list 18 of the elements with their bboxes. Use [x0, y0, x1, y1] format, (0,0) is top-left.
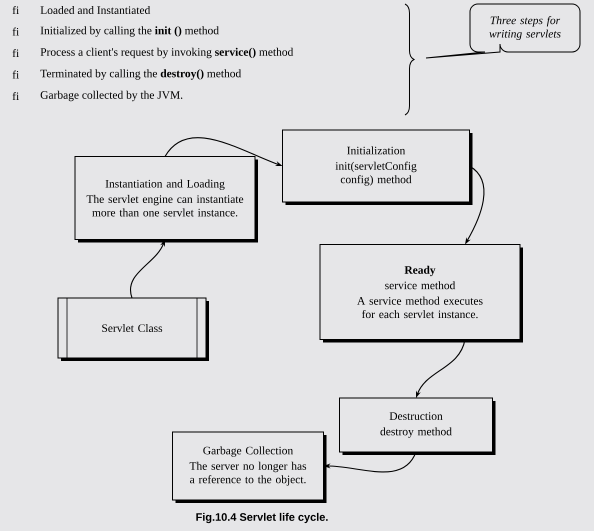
- bullet-mark: fi: [12, 6, 19, 14]
- process-box: Ready service method A service method executes for each servlet instance.: [320, 244, 523, 342]
- list-item: Terminated by calling the destroy() method: [40, 69, 242, 80]
- list-item: Process a client's request by invoking service() method: [40, 48, 294, 58]
- process-box: Destruction destroy method: [339, 398, 496, 455]
- list-item: Initialized by calling the init () method: [40, 26, 219, 37]
- bullet-mark: fi: [12, 27, 19, 36]
- list-item: Garbage collected by the JVM.: [40, 90, 182, 102]
- caption: Fig.10.4 Servlet life cycle.: [196, 512, 328, 524]
- bullet-mark: fi: [12, 70, 19, 79]
- list-item: Loaded and Instantiated: [40, 6, 150, 14]
- bullet-mark: fi: [12, 92, 19, 100]
- bullet-mark: fi: [12, 48, 19, 58]
- process-box: Instantiation and Loading The servlet engine can instantiate more than one servlet instance.: [74, 156, 258, 242]
- process-box: Garbage Collection The server no longer has a reference to the object.: [172, 432, 326, 503]
- process-box: Initialization init(servletConfig config) method: [282, 130, 472, 205]
- callout-box: Three steps for writing servlets: [426, 4, 580, 58]
- class-box: Servlet Class: [58, 298, 209, 361]
